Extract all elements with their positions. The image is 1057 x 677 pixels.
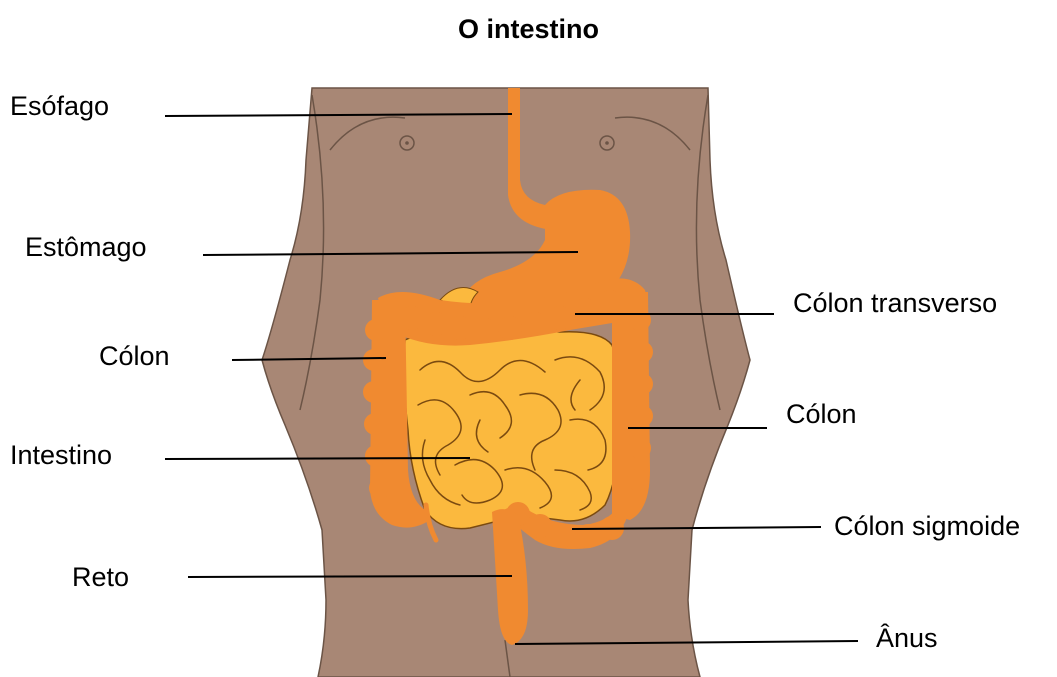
leader-intestino (165, 458, 470, 459)
label-estomago: Estômago (25, 234, 147, 261)
leader-reto (188, 576, 512, 577)
label-reto: Reto (72, 564, 129, 591)
label-colon-transverso: Cólon transverso (793, 290, 997, 317)
label-intestino: Intestino (10, 442, 112, 469)
label-colon-right: Cólon (786, 401, 857, 428)
right-nipple-center (605, 141, 609, 145)
left-nipple-center (405, 141, 409, 145)
label-colon-left: Cólon (99, 343, 170, 370)
label-anus: Ânus (876, 625, 938, 652)
label-esofago: Esófago (10, 93, 109, 120)
small-intestine (404, 329, 621, 528)
label-colon-sigmoide: Cólon sigmoide (834, 513, 1020, 540)
